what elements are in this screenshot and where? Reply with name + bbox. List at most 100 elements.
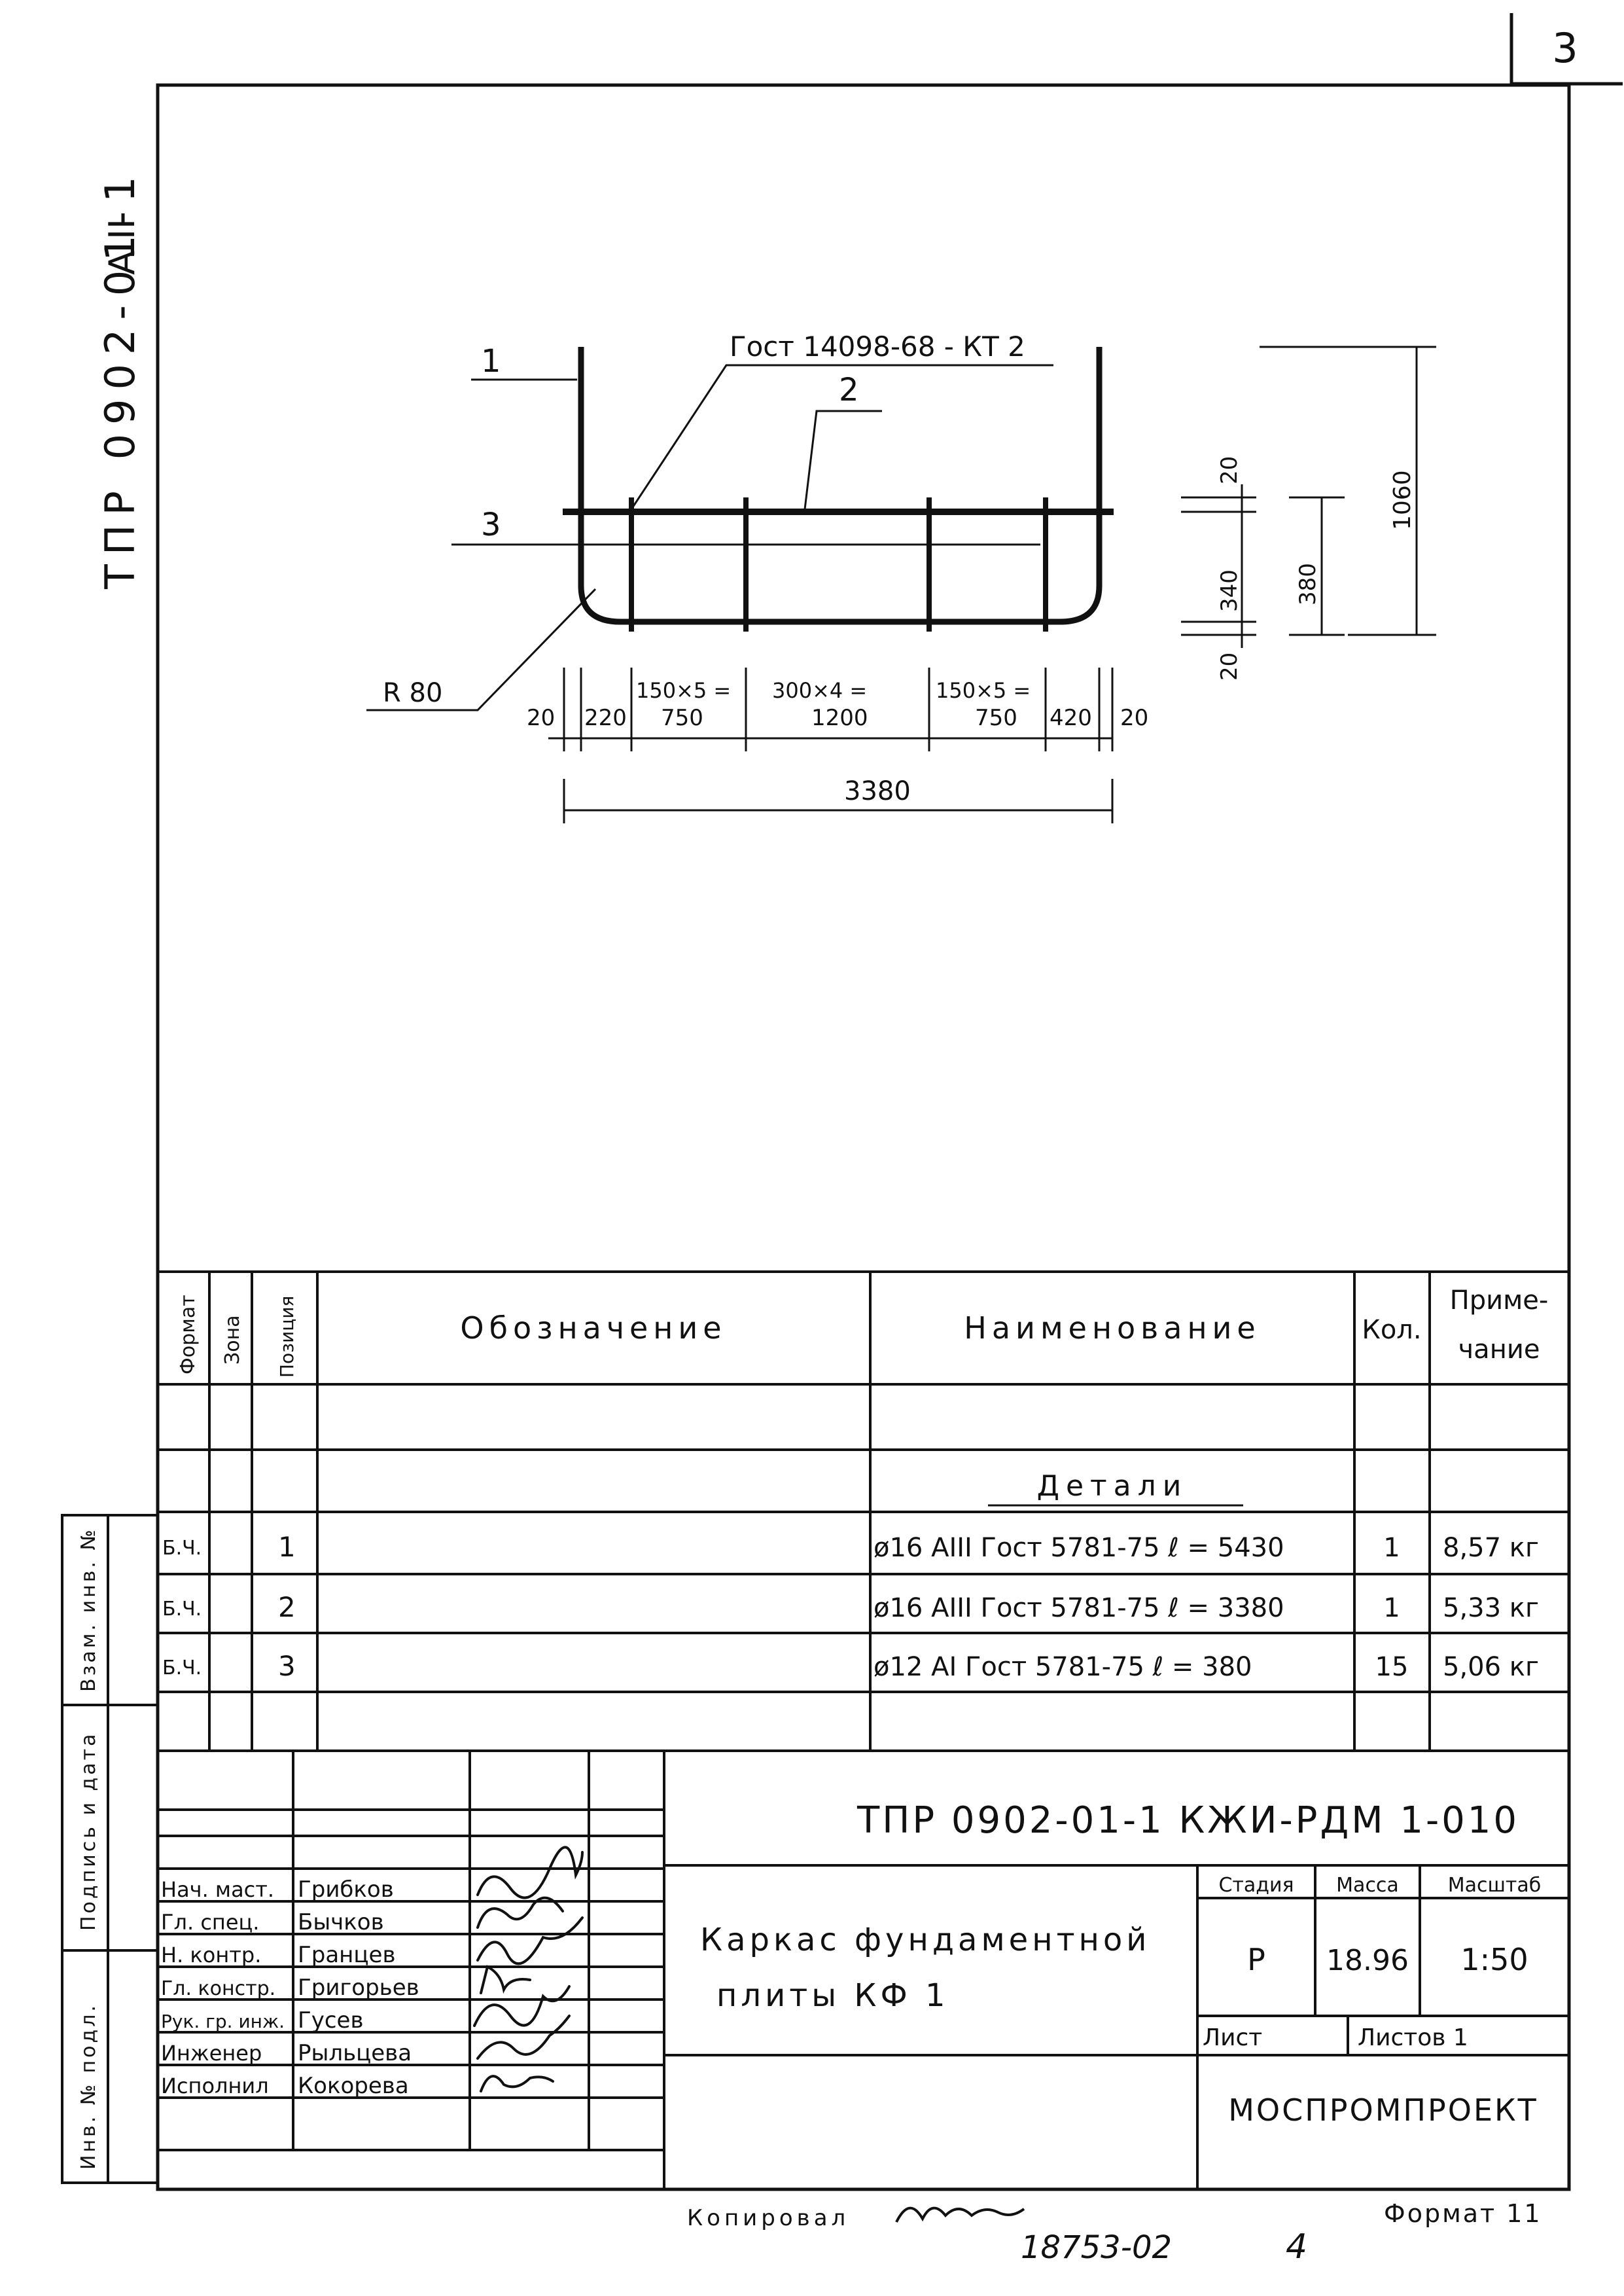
row-format: Б.Ч. — [162, 1598, 202, 1621]
dim-v-340: 340 — [1216, 569, 1243, 612]
dim-v-1060: 1060 — [1389, 470, 1416, 530]
footer: Копировал 18753-02 4 Формат 11 — [687, 2199, 1542, 2267]
doc-code: ТПР 0902-01-1 КЖИ-РДМ 1-010 — [856, 1799, 1519, 1842]
label-podpis-data: Подпись и дата — [77, 1732, 100, 1931]
person-name: Рыльцева — [298, 2040, 412, 2066]
side-code-suffix-text: А II — [101, 219, 143, 275]
header-format: Формат — [177, 1295, 200, 1374]
person-name: Гусев — [298, 2007, 364, 2034]
signature — [476, 1846, 584, 1899]
dim-v-380: 380 — [1295, 563, 1321, 605]
row-format: Б.Ч. — [162, 1657, 202, 1679]
dim-150x5-b-bot: 750 — [975, 705, 1017, 731]
signatures — [473, 1846, 584, 2092]
dim-300x4-bot: 1200 — [811, 705, 868, 731]
row-qty: 15 — [1375, 1652, 1409, 1682]
dim-220: 220 — [584, 705, 627, 731]
radius-label: R 80 — [383, 678, 442, 708]
row-qty: 1 — [1383, 1593, 1400, 1623]
dim-300x4-top: 300×4 = — [772, 678, 867, 703]
dim-150x5-a-top: 150×5 = — [636, 678, 731, 703]
signature — [476, 2015, 571, 2060]
role: Рук. гр. инж. — [161, 2011, 285, 2032]
row-note: 8,57 кг — [1443, 1533, 1539, 1563]
dim-150x5-b-top: 150×5 = — [936, 678, 1031, 703]
dim-20-left: 20 — [527, 705, 555, 731]
dim-chain-horizontal — [548, 668, 1114, 823]
signature — [895, 2206, 1025, 2223]
spec-table-grid — [158, 1270, 1569, 1752]
table-row: Б.Ч. 1 ø16 АIII Гост 5781-75 ℓ = 5430 1 … — [162, 1531, 1539, 1563]
page-number: 4 — [1286, 2227, 1307, 2267]
side-code-suffix: А II — [101, 219, 143, 275]
person-name: Грибков — [298, 1876, 394, 1903]
leader-pos-2 — [803, 410, 882, 510]
signature — [476, 1896, 564, 1929]
stage-value: Р — [1247, 1942, 1265, 1977]
header-note-2: чание — [1458, 1335, 1540, 1365]
row-name: ø12 АI Гост 5781-75 ℓ = 380 — [874, 1652, 1252, 1682]
stage-label: Стадия — [1218, 1874, 1294, 1897]
row-pos: 2 — [278, 1591, 296, 1623]
order-number: 18753-02 — [1021, 2229, 1172, 2266]
side-code: ТПР 0902-01-1 — [96, 168, 144, 590]
org-name: МОСПРОМПРОЕКТ — [1228, 2092, 1538, 2128]
title-line-1: Каркас фундаментной — [700, 1922, 1150, 1958]
role: Гл. спец. — [161, 1910, 259, 1935]
role: Нач. маст. — [161, 1877, 274, 1902]
signature — [480, 1965, 531, 1994]
leader-radius — [366, 588, 597, 711]
left-strip-labels: Взам. инв. № Подпись и дата Инв. № подл. — [77, 1527, 100, 2170]
header-zone: Зона — [221, 1315, 244, 1365]
person-name: Григорьев — [298, 1975, 419, 2001]
leader-weld — [630, 364, 1053, 510]
label-vzam-inv: Взам. инв. № — [77, 1527, 100, 1692]
title-block-text: ТПР 0902-01-1 КЖИ-РДМ 1-010 Каркас фунда… — [700, 1799, 1541, 2128]
header-designation: Обозначение — [460, 1310, 726, 1346]
signature — [476, 1916, 584, 1965]
row-name: ø16 АIII Гост 5781-75 ℓ = 5430 — [874, 1533, 1284, 1563]
sheet-frame — [156, 13, 1623, 2191]
spec-table-header: Формат Зона Позиция Обозначение Наименов… — [177, 1285, 1548, 1378]
format-label: Формат 11 — [1384, 2199, 1542, 2228]
row-pos: 1 — [278, 1531, 296, 1563]
person-name: Гранцев — [298, 1942, 395, 1968]
title-block-people: Нач. маст. Грибков Гл. спец. Бычков Н. к… — [161, 1876, 419, 2099]
signature — [473, 1985, 571, 2027]
mass-label: Масса — [1336, 1874, 1399, 1897]
spec-rows: Б.Ч. 1 ø16 АIII Гост 5781-75 ℓ = 5430 1 … — [162, 1531, 1539, 1682]
dim-v-20-top: 20 — [1216, 456, 1243, 484]
section-details: Детали — [1037, 1469, 1188, 1503]
sheet-label: Лист — [1203, 2024, 1262, 2051]
header-note-1: Приме- — [1450, 1285, 1549, 1316]
scale-value: 1:50 — [1460, 1942, 1528, 1977]
row-note: 5,33 кг — [1443, 1593, 1539, 1623]
dim-150x5-a-bot: 750 — [661, 705, 703, 731]
dim-v-20-bot: 20 — [1216, 653, 1243, 681]
left-strip — [61, 1514, 159, 2184]
mass-value: 18.96 — [1326, 1944, 1409, 1977]
header-position: Позиция — [276, 1296, 298, 1378]
signature — [480, 2075, 554, 2092]
drawing-labels: 1 2 3 Гост 14098-68 - КТ 2 R 80 20 220 1… — [383, 331, 1416, 806]
copied-label: Копировал — [687, 2205, 849, 2231]
callout-3: 3 — [481, 507, 501, 543]
weld-note: Гост 14098-68 - КТ 2 — [730, 331, 1025, 363]
header-qty: Кол. — [1362, 1315, 1421, 1345]
header-name: Наименование — [964, 1310, 1260, 1346]
role: Инженер — [161, 2041, 262, 2066]
title-line-2: плиты КФ 1 — [716, 1977, 949, 2014]
dim-20-right: 20 — [1120, 705, 1148, 731]
sheet-number: 3 — [1552, 24, 1578, 72]
title-block-grid — [158, 1751, 1569, 2189]
sheets-label: Листов 1 — [1358, 2024, 1468, 2051]
dim-chain-vertical — [1181, 346, 1436, 648]
label-inv-podl: Инв. № подл. — [77, 2003, 100, 2170]
dim-420: 420 — [1050, 705, 1092, 731]
row-name: ø16 АIII Гост 5781-75 ℓ = 3380 — [874, 1593, 1284, 1623]
table-row: Б.Ч. 2 ø16 АIII Гост 5781-75 ℓ = 3380 1 … — [162, 1591, 1539, 1623]
row-format: Б.Ч. — [162, 1537, 202, 1560]
scale-label: Масштаб — [1448, 1874, 1542, 1897]
role: Исполнил — [161, 2073, 269, 2098]
